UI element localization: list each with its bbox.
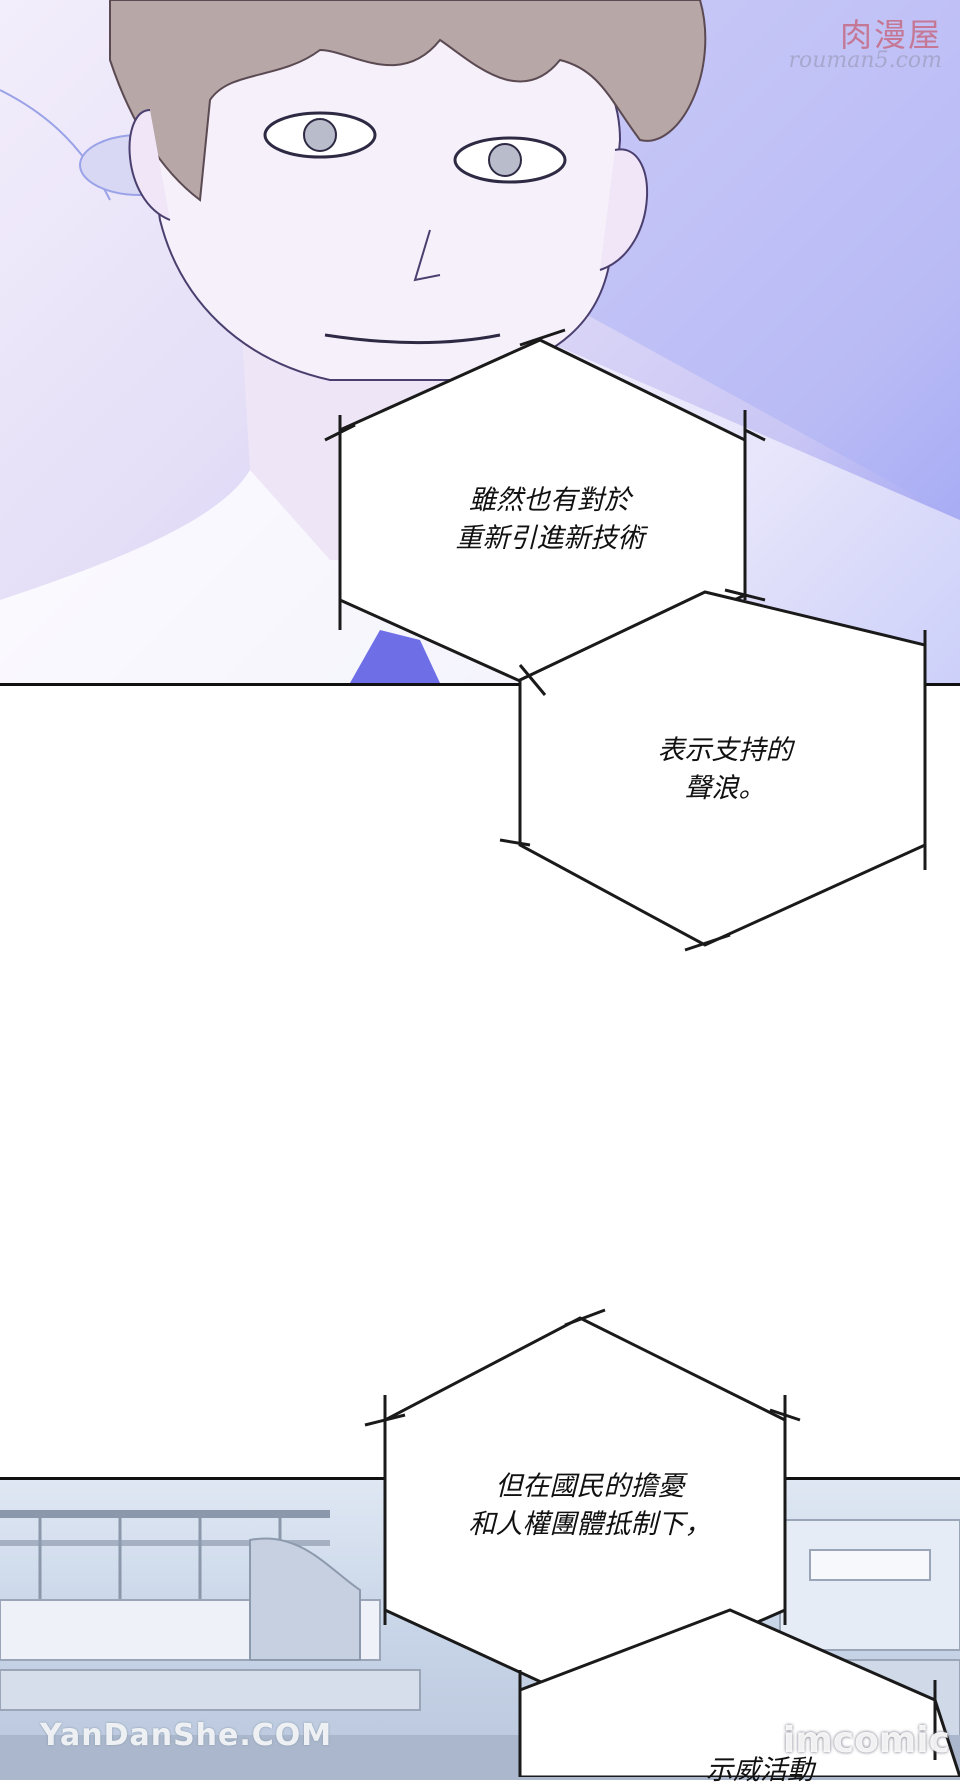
left-ear: [128, 109, 171, 221]
speech-text-1: 雖然也有對於 重新引進新技術: [455, 485, 645, 554]
left-iris: [303, 118, 337, 152]
shop-front: [779, 1519, 960, 1651]
bubble-sketch-strokes: [324, 328, 937, 1777]
tie: [350, 630, 440, 683]
watermark-url: rouman5.com: [788, 48, 943, 73]
mouth: [324, 333, 501, 344]
face: [138, 0, 622, 381]
watermark-left: YanDanShe.COM: [40, 1718, 333, 1753]
right-ear: [599, 148, 649, 271]
shop-sign: [809, 1549, 931, 1581]
speech-bubble-4: [518, 1608, 960, 1777]
escalator: [249, 1537, 361, 1661]
speech-text-2: 表示支持的 聲浪。: [657, 735, 793, 804]
railing-bar: [0, 1540, 330, 1546]
watermark-right: imcomic: [782, 1720, 950, 1761]
shirt-collar-left: [0, 470, 520, 683]
mall-lower-floor: [0, 1669, 421, 1711]
hair: [109, 0, 707, 202]
nose: [413, 229, 441, 282]
railing-top: [0, 1510, 330, 1518]
speech-text-3: 但在國民的擔憂 和人權團體抵制下，: [468, 1471, 712, 1540]
watermark-brand: 肉漫屋: [839, 16, 942, 54]
right-iris: [488, 143, 522, 177]
